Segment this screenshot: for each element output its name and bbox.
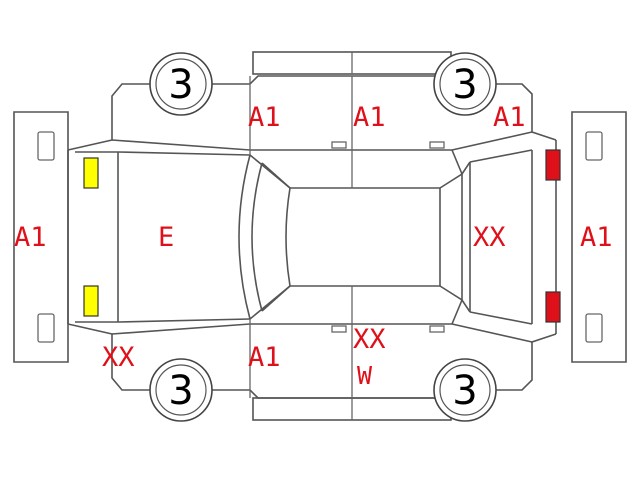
cabin-outline: [238, 76, 471, 398]
wheel-front-bottom: 3: [149, 358, 213, 422]
label-rear-bumper: A1: [580, 222, 613, 253]
label-rear-quarter-top: A1: [493, 102, 526, 133]
wheel-rear-bottom: 3: [433, 358, 497, 422]
label-front-bumper: A1: [14, 222, 47, 253]
rear-bumper-panel: [571, 111, 627, 363]
wheel-front-bottom-label: 3: [168, 368, 193, 414]
wheel-front-top: 3: [149, 52, 213, 116]
label-rear-door-top: A1: [353, 102, 386, 133]
label-rear-door-bottom-code2: W: [357, 361, 373, 390]
wheel-rear-bottom-label: 3: [452, 368, 477, 414]
wheel-rear-top-label: 3: [452, 62, 477, 108]
label-front-door-bottom: A1: [248, 342, 281, 373]
label-front-left-corner: XX: [102, 342, 135, 373]
front-left-lamp: [83, 157, 99, 189]
front-bumper-panel: [13, 111, 69, 363]
label-hood: E: [158, 222, 174, 253]
bottom-side-sill: [252, 397, 452, 421]
front-right-lamp: [83, 285, 99, 317]
wheel-front-top-label: 3: [168, 62, 193, 108]
label-rear-glass: XX: [473, 222, 506, 253]
top-side-sill: [252, 51, 452, 75]
label-rear-door-bottom-code1: XX: [353, 324, 386, 355]
label-front-door-top: A1: [248, 102, 281, 133]
rear-left-lamp: [545, 149, 561, 181]
wheel-rear-top: 3: [433, 52, 497, 116]
rear-right-lamp: [545, 291, 561, 323]
